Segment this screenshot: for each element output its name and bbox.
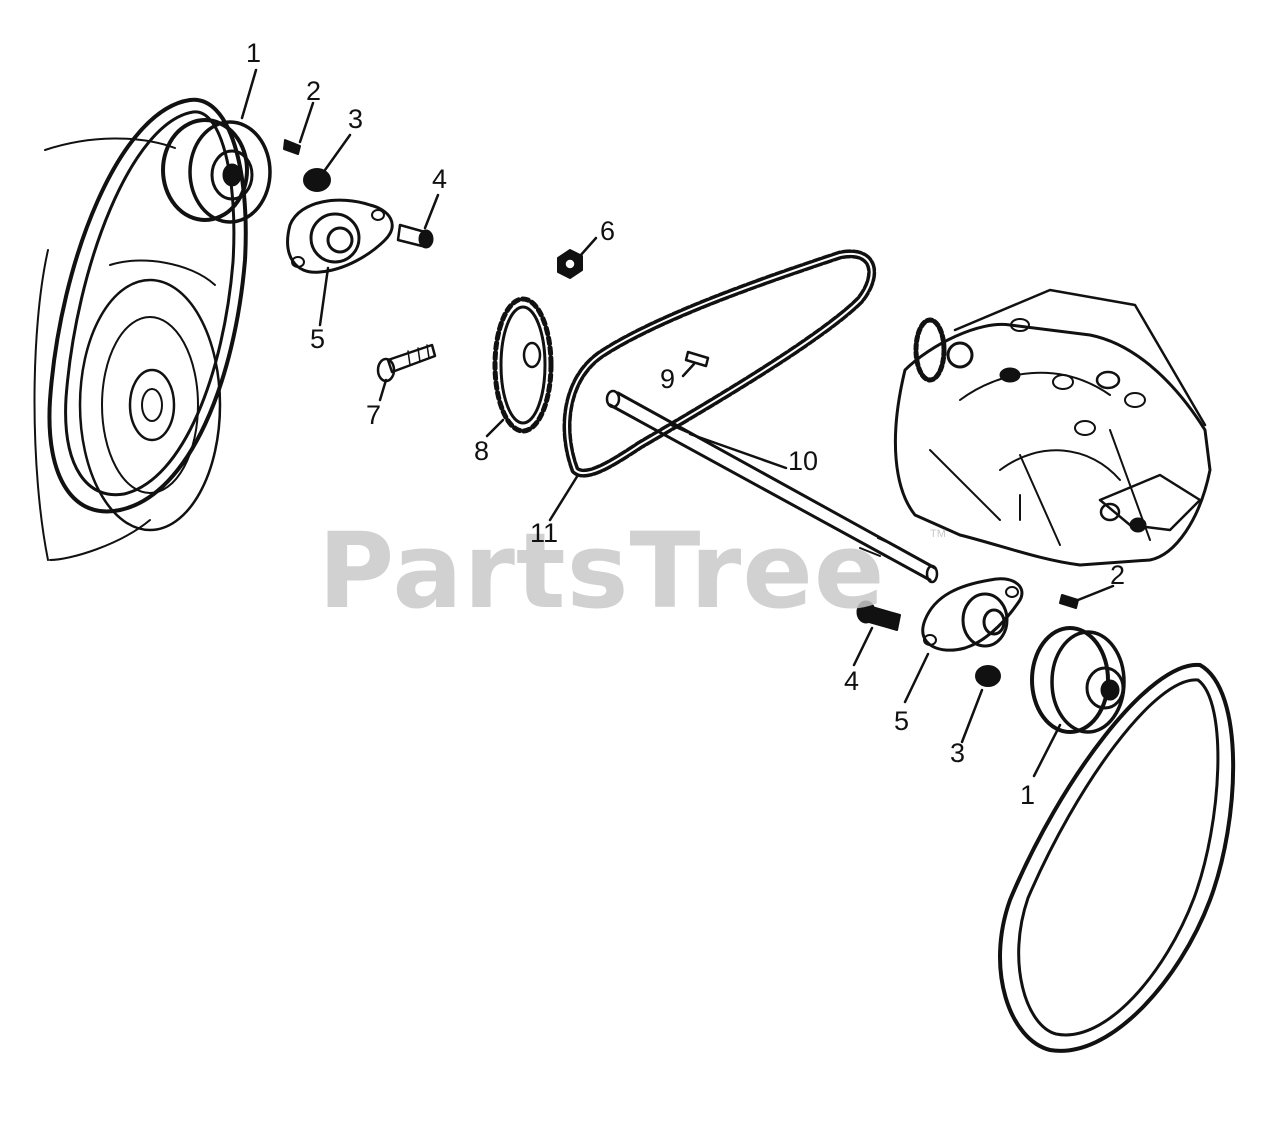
- right-belt: [998, 662, 1236, 1053]
- callout-5-right: 5: [894, 706, 910, 736]
- left-bearing-flange: [286, 198, 394, 274]
- callout-11: 11: [530, 518, 559, 548]
- sprocket: [492, 296, 554, 434]
- callout-5-left: 5: [310, 324, 326, 354]
- drive-chain: [562, 249, 877, 478]
- callout-6: 6: [600, 216, 616, 246]
- watermark: PartsTree: [318, 510, 886, 632]
- left-nut: [303, 168, 331, 192]
- shaft-key: [684, 350, 710, 368]
- callout-4-left: 4: [432, 164, 448, 194]
- right-key: [1059, 594, 1079, 609]
- callout-4-right: 4: [844, 666, 860, 696]
- axle-shaft: [605, 389, 939, 584]
- right-bearing-flange: [921, 577, 1024, 652]
- right-pulley: [1030, 626, 1126, 734]
- gearbox: [893, 288, 1212, 567]
- leader-lines: [240, 68, 1115, 778]
- carriage-bolt: [376, 343, 437, 383]
- callout-2-left: 2: [306, 76, 322, 106]
- right-bolt: [856, 600, 901, 631]
- left-bolt: [396, 223, 434, 249]
- callout-3-left: 3: [348, 104, 364, 134]
- right-nut: [975, 665, 1001, 687]
- callout-8: 8: [474, 436, 490, 466]
- left-pulley: [161, 118, 272, 224]
- watermark-trademark: TM: [930, 528, 946, 540]
- left-key: [283, 139, 301, 155]
- callout-2-right: 2: [1110, 560, 1126, 590]
- callout-9: 9: [660, 364, 676, 394]
- callout-10: 10: [788, 446, 819, 476]
- callout-7: 7: [366, 400, 382, 430]
- callout-1-right: 1: [1020, 780, 1036, 810]
- left-wheel-housing: [33, 137, 222, 561]
- sprocket-nut: [557, 249, 583, 279]
- callout-1-left: 1: [246, 38, 262, 68]
- callout-3-right: 3: [950, 738, 966, 768]
